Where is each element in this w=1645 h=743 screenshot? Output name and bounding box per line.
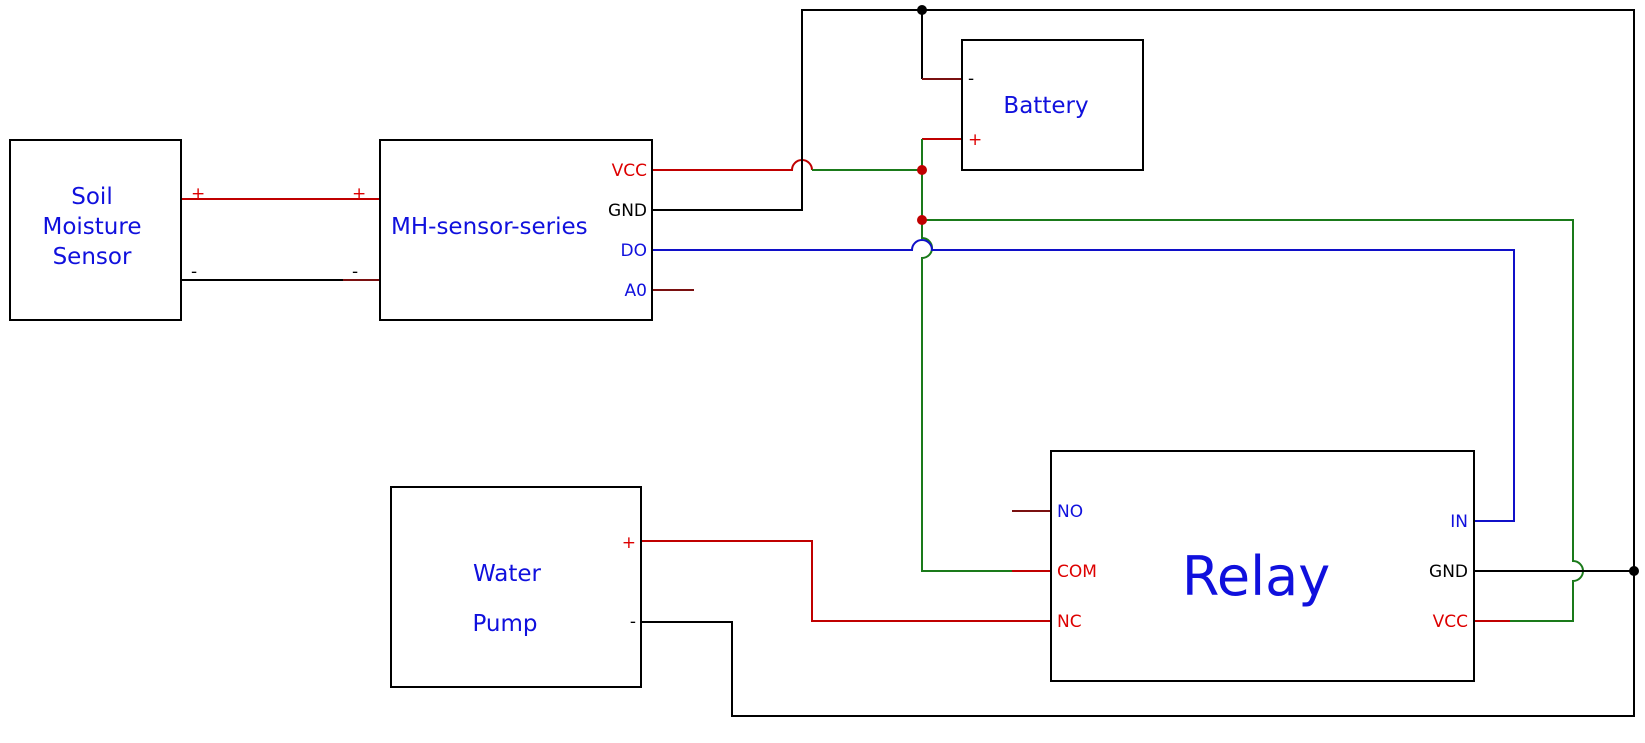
mh-sensor-plus-pin: +: [352, 184, 366, 204]
mh-sensor-title: MH-sensor-series: [391, 214, 588, 240]
relay: Relay NO COM NC IN GND VCC: [1050, 450, 1475, 682]
wire-battery-plus-bus: [921, 139, 1012, 572]
relay-gnd-pin: GND: [1429, 562, 1468, 582]
relay-title: Relay: [1182, 545, 1330, 608]
junctions: [917, 5, 1639, 576]
water-pump-title-line-1: Water: [473, 561, 542, 587]
mh-sensor-do-pin: DO: [621, 241, 647, 261]
soil-sensor-title-line-2: Moisture: [43, 214, 142, 240]
battery-minus-pin: -: [968, 69, 974, 89]
wire-mh-vcc: [652, 159, 813, 171]
junction-ground-relay: [1629, 566, 1639, 576]
wire-mh-gnd-to-ground-rail: [641, 9, 1635, 717]
mh-sensor-a0-pin: A0: [625, 281, 647, 301]
junction-battery-plus-vcc: [917, 165, 927, 175]
mh-sensor-box: [379, 139, 653, 321]
soil-sensor-plus-pin: +: [191, 184, 205, 204]
soil-sensor-minus-pin: -: [191, 262, 197, 282]
soil-sensor-title-line-3: Sensor: [53, 244, 132, 270]
water-pump-plus-pin: +: [622, 533, 636, 553]
relay-in-pin: IN: [1450, 512, 1468, 532]
battery-plus-pin: +: [968, 130, 982, 150]
wire-pump-plus-to-relay-nc: [641, 540, 1051, 622]
battery-box: [961, 39, 1144, 171]
wire-mh-do-to-relay-in: [652, 239, 1515, 522]
battery: Battery - +: [961, 39, 1144, 171]
battery-title: Battery: [1003, 93, 1088, 119]
water-pump-minus-pin: -: [630, 612, 636, 632]
mh-sensor-gnd-pin: GND: [608, 201, 647, 221]
soil-moisture-sensor: Soil Moisture Sensor + -: [9, 139, 205, 321]
water-pump-title-line-2: Pump: [472, 611, 537, 637]
relay-nc-pin: NC: [1057, 612, 1082, 632]
mh-sensor-minus-pin: -: [352, 262, 358, 282]
mh-sensor-module: MH-sensor-series + - VCC GND DO A0: [352, 139, 653, 321]
relay-vcc-pin: VCC: [1433, 612, 1468, 632]
water-pump: Water Pump + -: [390, 486, 642, 688]
water-pump-box: [390, 486, 642, 688]
relay-no-pin: NO: [1057, 502, 1083, 522]
relay-box: [1050, 450, 1475, 682]
junction-ground-top: [917, 5, 927, 15]
soil-sensor-box: [9, 139, 182, 321]
mh-sensor-vcc-pin: VCC: [612, 161, 647, 181]
relay-com-pin: COM: [1057, 562, 1097, 582]
wires: [181, 9, 1635, 717]
junction-battery-plus-relay: [917, 215, 927, 225]
soil-sensor-title-line-1: Soil: [71, 184, 112, 210]
